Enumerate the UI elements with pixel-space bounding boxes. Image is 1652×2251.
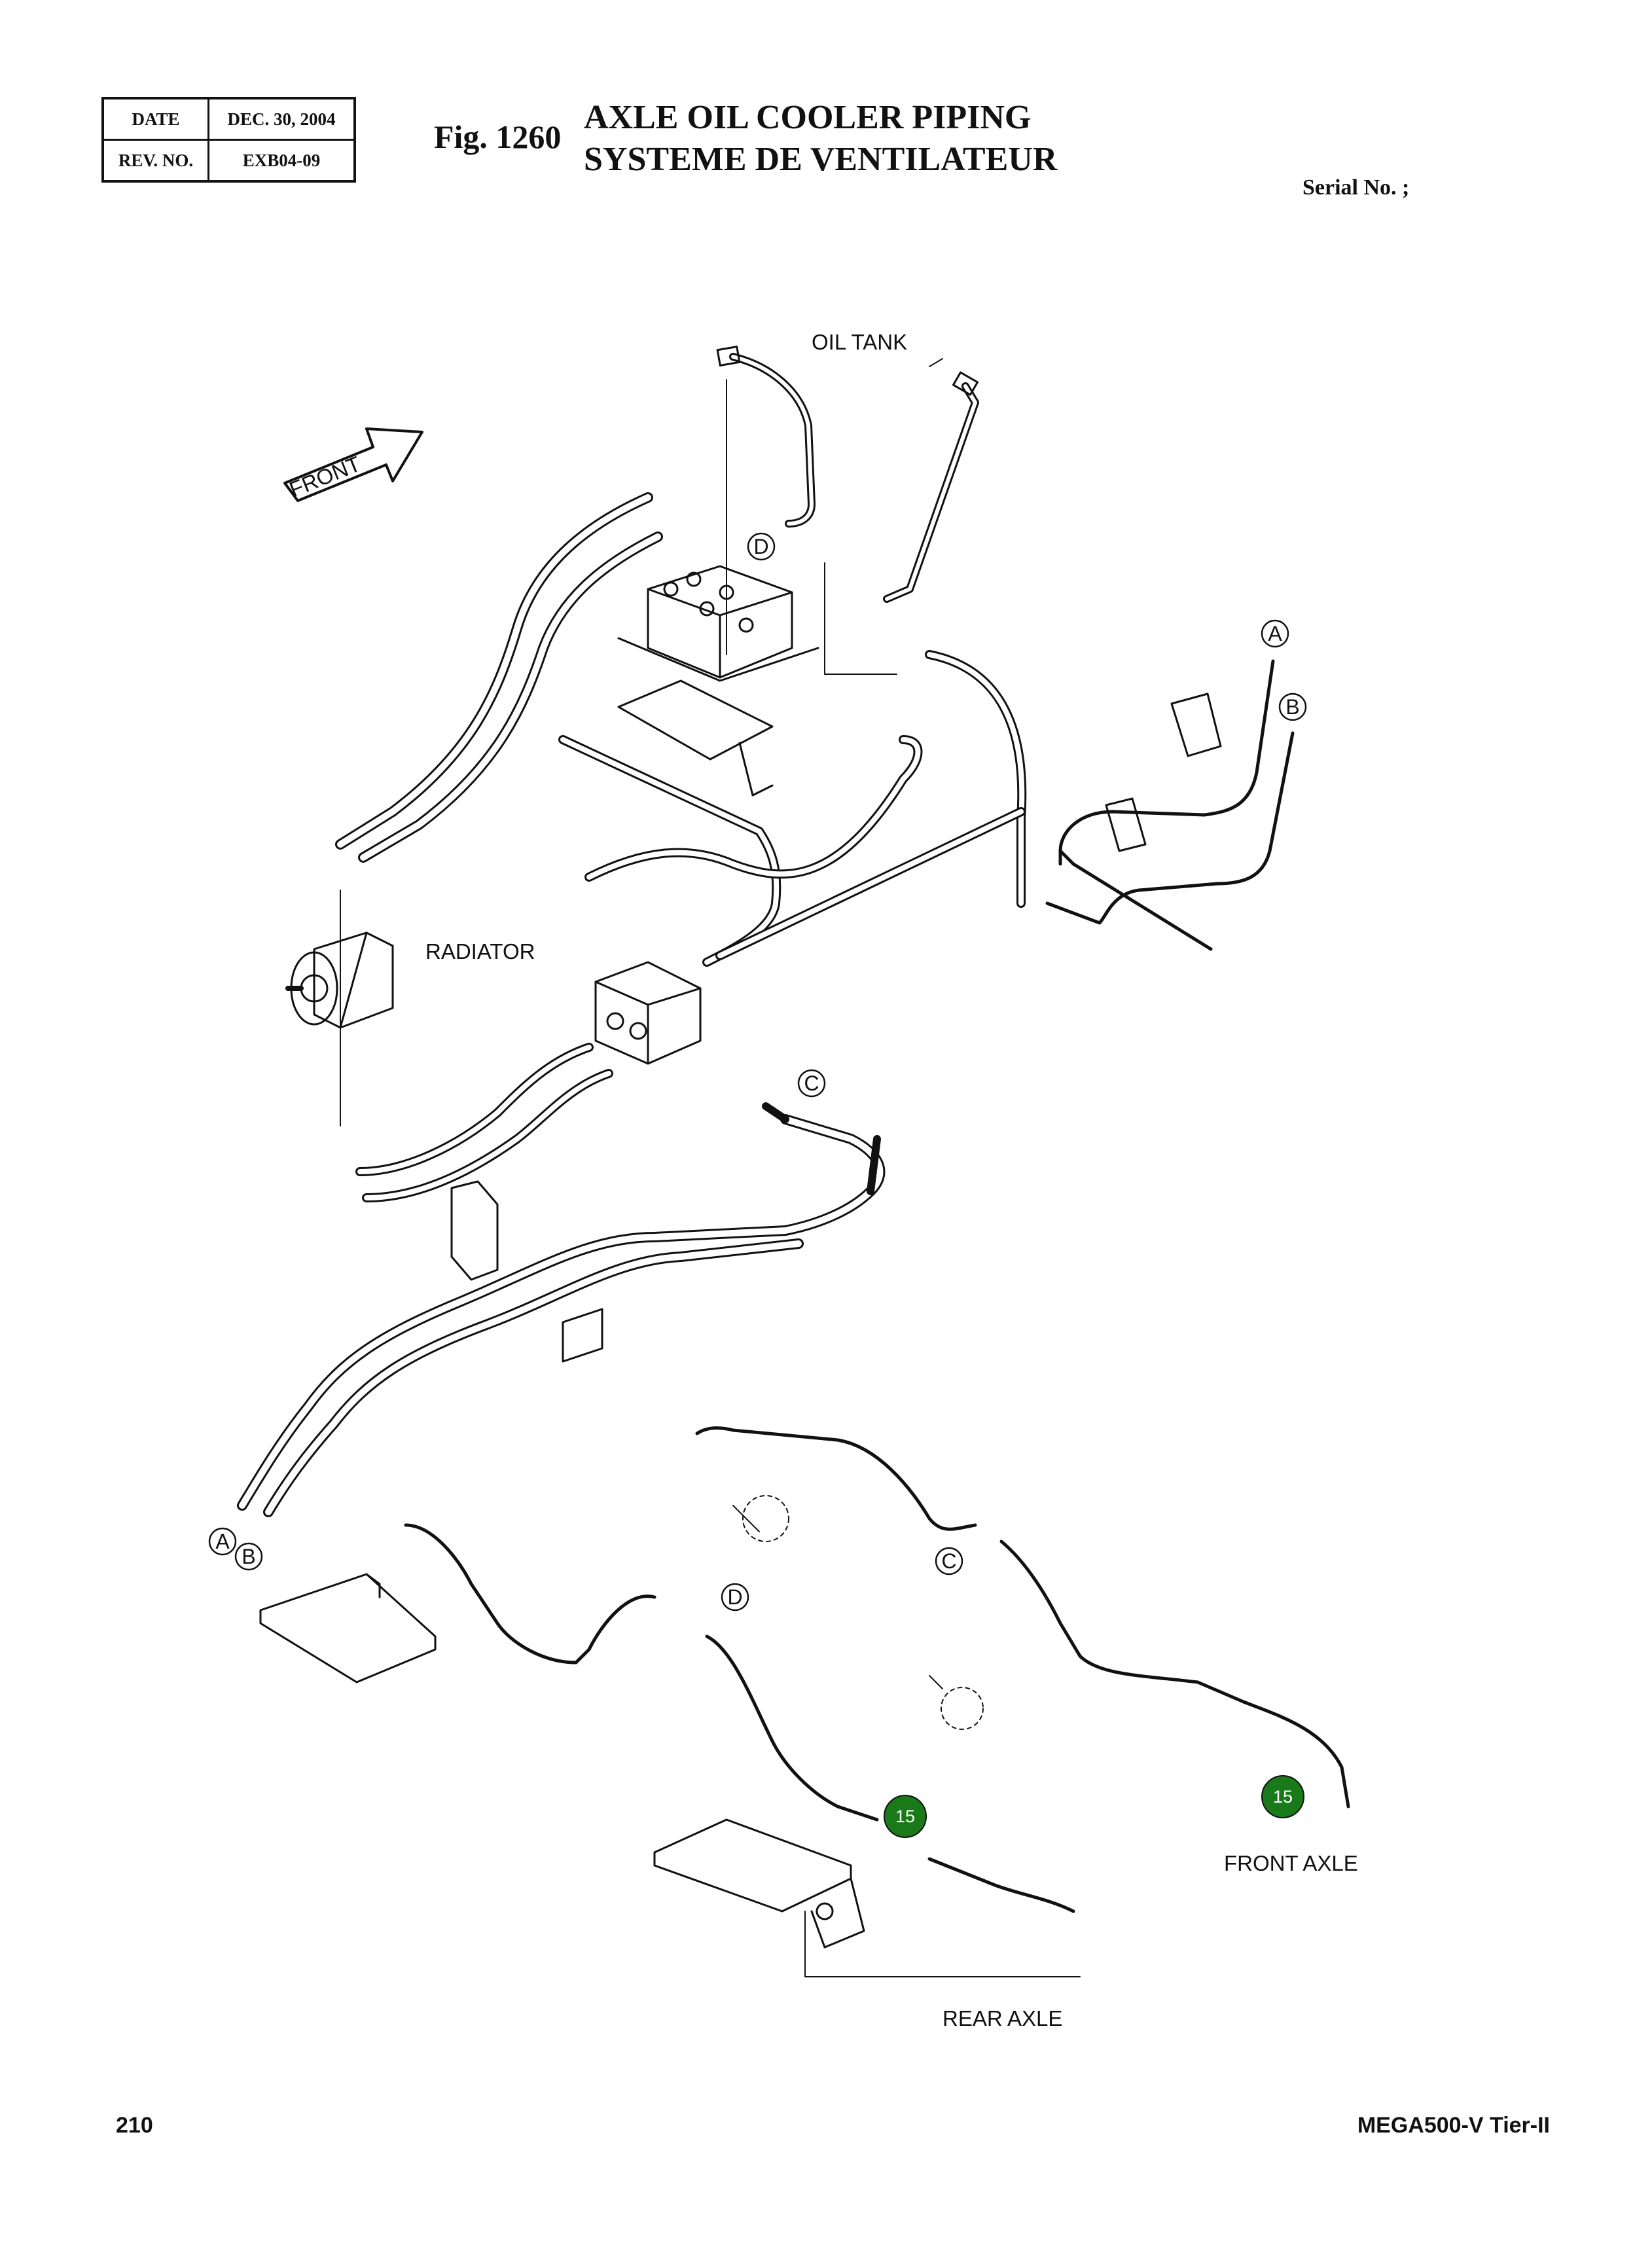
ref-c-upper: C	[804, 1071, 819, 1095]
rev-label: REV. NO.	[101, 139, 209, 183]
long-hoses-left	[335, 492, 663, 863]
label-oil-tank: OIL TANK	[812, 330, 907, 354]
front-arrow-icon	[283, 427, 423, 502]
axle-pipes-thin	[404, 1426, 1350, 1913]
date-row: DATE DEC. 30, 2004	[101, 97, 356, 141]
ref-b-upper: B	[1285, 695, 1299, 719]
ref-a-upper: A	[1268, 622, 1282, 645]
hidden-ref-circle-1	[742, 1495, 789, 1542]
ref-b-lower: B	[242, 1545, 255, 1568]
ref-a-lower: A	[215, 1530, 230, 1553]
hydraulic-motor	[285, 931, 394, 1029]
date-label: DATE	[101, 97, 209, 141]
motor-to-valve-hoses	[340, 890, 613, 1202]
ab-pipes-right	[1045, 659, 1295, 951]
bracket-plate	[617, 679, 774, 797]
leader-lines	[726, 358, 1081, 1977]
figure-title: AXLE OIL COOLER PIPING SYSTEME DE VENTIL…	[584, 97, 1057, 181]
title-english: AXLE OIL COOLER PIPING	[584, 99, 1032, 136]
ref-c-lower: C	[941, 1549, 956, 1573]
right-hose	[715, 650, 1027, 960]
valve-block-lower	[594, 961, 702, 1065]
front-arrow-label: FRONT	[286, 452, 364, 502]
serial-number-label: Serial No. ;	[1302, 175, 1410, 200]
rev-row: REV. NO. EXB04-09	[101, 139, 356, 183]
cross-hose-radiator	[558, 735, 923, 967]
label-front-axle: FRONT AXLE	[1224, 1851, 1358, 1875]
rev-value: EXB04-09	[207, 139, 356, 183]
label-radiator: RADIATOR	[425, 939, 535, 963]
date-value: DEC. 30, 2004	[207, 97, 356, 141]
figure-number: Fig. 1260	[434, 118, 562, 155]
mid-brackets	[450, 1180, 603, 1363]
ref-d-upper: D	[753, 535, 768, 558]
oil-tank-hoses	[716, 346, 979, 603]
rear-left-plate	[259, 1573, 437, 1684]
title-french: SYSTEME DE VENTILATEUR	[584, 141, 1058, 178]
hidden-ref-circle-2	[941, 1687, 984, 1730]
page-number: 210	[116, 2113, 153, 2138]
long-axle-hoses	[237, 1102, 886, 1517]
valve-block-upper	[617, 565, 819, 682]
model-name: MEGA500-V Tier-II	[1357, 2113, 1550, 2138]
revision-table: DATE DEC. 30, 2004 REV. NO. EXB04-09	[101, 97, 356, 183]
label-rear-axle: REAR AXLE	[943, 2006, 1062, 2030]
part-callout-15-rear[interactable]: 15	[895, 1807, 915, 1826]
rear-right-plate	[653, 1818, 865, 1949]
ref-d-lower: D	[727, 1585, 742, 1609]
part-callout-15-front[interactable]: 15	[1273, 1787, 1293, 1807]
